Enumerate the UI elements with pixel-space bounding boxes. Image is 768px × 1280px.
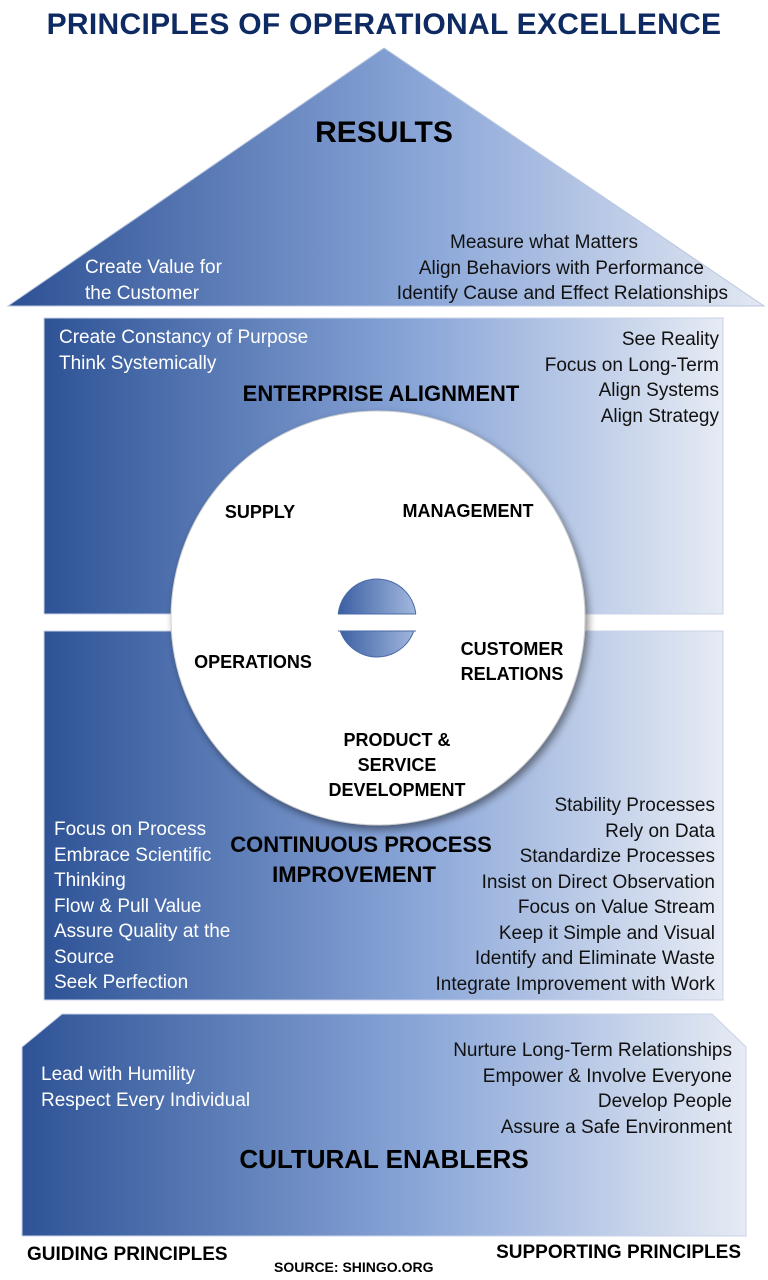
cpi-left-principles: Focus on Process Embrace Scientific Thin… <box>54 817 230 996</box>
principle-text: Focus on Process <box>54 819 207 840</box>
cpi-heading-line: CONTINUOUS PROCESS <box>230 832 492 857</box>
wheel-label-line: DEVELOPMENT <box>328 780 466 800</box>
principle-text: Standardize Processes <box>519 846 715 867</box>
principle-text: Create Constancy of Purpose <box>59 327 309 348</box>
cultural-left-principles: Lead with Humility Respect Every Individ… <box>41 1062 250 1113</box>
principle-text: Focus on Value Stream <box>517 897 715 918</box>
principle-text: Keep it Simple and Visual <box>498 922 715 944</box>
wheel-label-line: RELATIONS <box>460 664 564 684</box>
cpi-right-principles: Stability Processes Rely on Data Standar… <box>436 793 715 997</box>
principle-text: Insist on Direct Observation <box>481 871 715 893</box>
supporting-principles-label: SUPPORTING PRINCIPLES <box>496 1242 741 1263</box>
wheel-label-management: MANAGEMENT <box>402 501 534 521</box>
principle-text: Empower & Involve Everyone <box>482 1065 732 1087</box>
principle-text: Stability Processes <box>554 795 715 816</box>
results-left-principles: Create Value for the Customer <box>85 255 222 306</box>
cpi-heading: CONTINUOUS PROCESS IMPROVEMENT <box>226 830 496 890</box>
enterprise-heading: ENTERPRISE ALIGNMENT <box>242 381 520 406</box>
principle-text: the Customer <box>85 282 200 304</box>
source-label: SOURCE: SHINGO.ORG <box>274 1259 434 1275</box>
principle-text: Embrace Scientific <box>54 844 212 866</box>
principle-text: Assure Quality at the <box>54 921 231 942</box>
principle-text: Measure what Matters <box>450 232 638 253</box>
principle-text: Nurture Long-Term Relationships <box>453 1040 732 1061</box>
results-right-principles: Measure what Matters Align Behaviors wit… <box>397 230 728 307</box>
wheel-label-operations: OPERATIONS <box>194 652 312 672</box>
principle-text: Think Systemically <box>59 352 217 374</box>
principle-text: Thinking <box>54 870 126 891</box>
roof-triangle <box>6 47 766 307</box>
principle-text: Develop People <box>597 1091 732 1112</box>
cultural-enablers-foundation <box>21 1013 747 1237</box>
principle-text: Identify and Eliminate Waste <box>474 948 715 969</box>
principle-text: See Reality <box>621 329 719 350</box>
principle-text: Source <box>54 946 115 968</box>
principle-text: Respect Every Individual <box>41 1089 251 1111</box>
principle-text: Align Behaviors with Performance <box>418 257 704 279</box>
principle-text: Seek Perfection <box>54 972 189 993</box>
principle-text: Assure a Safe Environment <box>500 1116 732 1138</box>
wheel-label-product-service: PRODUCT & SERVICE DEVELOPMENT <box>312 728 482 803</box>
principle-text: Align Strategy <box>600 405 719 427</box>
enterprise-left-principles: Create Constancy of Purpose Think System… <box>59 325 308 376</box>
wheel-label-supply: SUPPLY <box>224 502 296 522</box>
principle-text: Identify Cause and Effect Relationships <box>396 283 728 304</box>
principle-text: Focus on Long-Term <box>544 354 719 376</box>
hub-gap <box>330 614 425 631</box>
wheel-label-line: CUSTOMER <box>460 639 564 659</box>
wheel-label-customer-relations: CUSTOMER RELATIONS <box>437 637 587 687</box>
wheel-label-line: PRODUCT & <box>343 730 451 750</box>
enterprise-right-principles: See Reality Focus on Long-Term Align Sys… <box>545 327 719 429</box>
results-heading: RESULTS <box>315 116 453 149</box>
page-title: PRINCIPLES OF OPERATIONAL EXCELLENCE <box>46 8 722 41</box>
principle-text: Flow & Pull Value <box>54 895 202 917</box>
cpi-heading-line: IMPROVEMENT <box>272 862 436 887</box>
principle-text: Lead with Humility <box>41 1064 196 1085</box>
principle-text: Create Value for <box>85 257 222 278</box>
principle-text: Integrate Improvement with Work <box>435 973 715 995</box>
guiding-principles-label: GUIDING PRINCIPLES <box>27 1244 228 1265</box>
wheel-label-line: SERVICE <box>357 755 437 775</box>
principle-text: Align Systems <box>598 380 719 401</box>
principle-text: Rely on Data <box>605 820 715 842</box>
cultural-heading: CULTURAL ENABLERS <box>239 1144 529 1174</box>
cultural-right-principles: Nurture Long-Term Relationships Empower … <box>453 1038 732 1140</box>
